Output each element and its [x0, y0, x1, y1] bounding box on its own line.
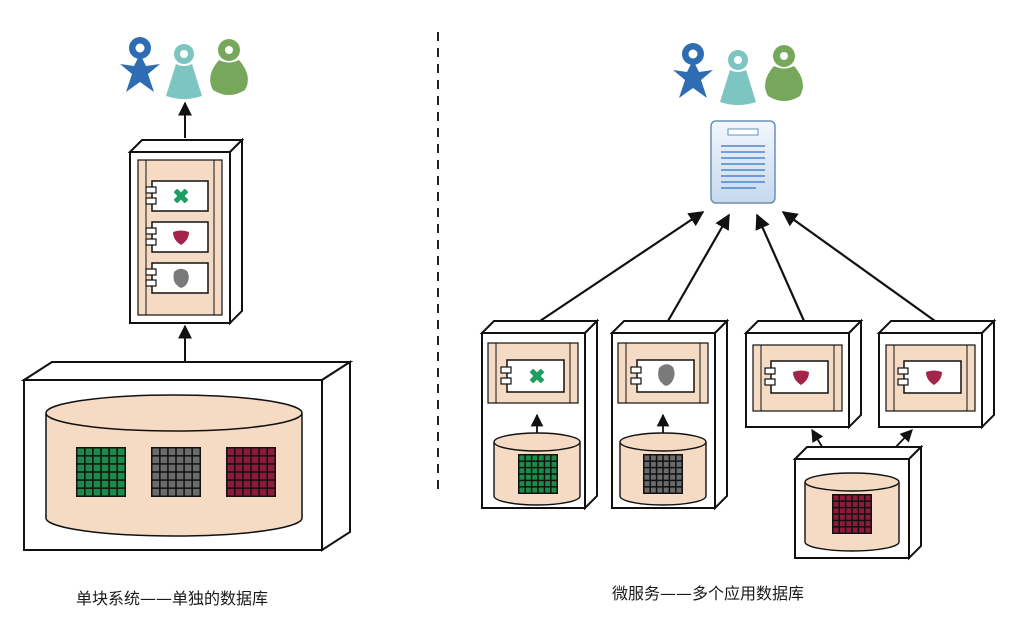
person-teal-icon — [166, 44, 202, 99]
arrow-service2-to-gateway — [667, 213, 730, 322]
gray-blob-icon — [658, 364, 675, 386]
component-blob — [145, 262, 209, 294]
microservices-side — [479, 43, 997, 561]
arrow-service4-to-gateway — [781, 211, 936, 322]
component-cross — [145, 180, 209, 212]
microservice-users — [673, 43, 803, 105]
service-heart-b — [876, 318, 997, 430]
person-teal-icon — [720, 50, 756, 105]
gray-blob-icon — [173, 268, 189, 288]
table-grid-crimson — [226, 447, 276, 497]
person-star-icon — [120, 37, 160, 92]
table-grid-crimson — [832, 494, 872, 534]
shared-database-box — [792, 444, 924, 561]
monolith-users — [120, 37, 248, 99]
arrow-service1-to-gateway — [539, 211, 705, 322]
document-server-icon — [710, 120, 776, 204]
monolith-side — [20, 37, 354, 552]
component-heart — [145, 221, 209, 253]
service-blob-with-db — [609, 318, 730, 511]
red-heart-icon — [926, 370, 942, 385]
red-heart-icon — [793, 370, 809, 385]
table-grid-gray — [643, 454, 683, 494]
red-heart-icon — [173, 230, 189, 245]
service-arrows — [539, 211, 936, 322]
person-green-icon — [210, 39, 248, 95]
table-grid-green — [518, 454, 558, 494]
service-cross-with-db — [479, 318, 600, 511]
monolith-database-box — [20, 360, 354, 552]
service-heart-a — [743, 318, 864, 430]
person-star-icon — [673, 43, 713, 98]
monolith-server — [127, 137, 245, 326]
table-grid-green — [76, 447, 126, 497]
monolith-caption: 单块系统——单独的数据库 — [76, 589, 269, 608]
table-grid-gray — [151, 447, 201, 497]
green-cross-icon — [529, 368, 545, 384]
person-green-icon — [765, 45, 803, 101]
green-cross-icon — [173, 188, 189, 204]
arrow-service3-to-gateway — [755, 213, 806, 322]
microservices-caption: 微服务——多个应用数据库 — [612, 584, 805, 603]
